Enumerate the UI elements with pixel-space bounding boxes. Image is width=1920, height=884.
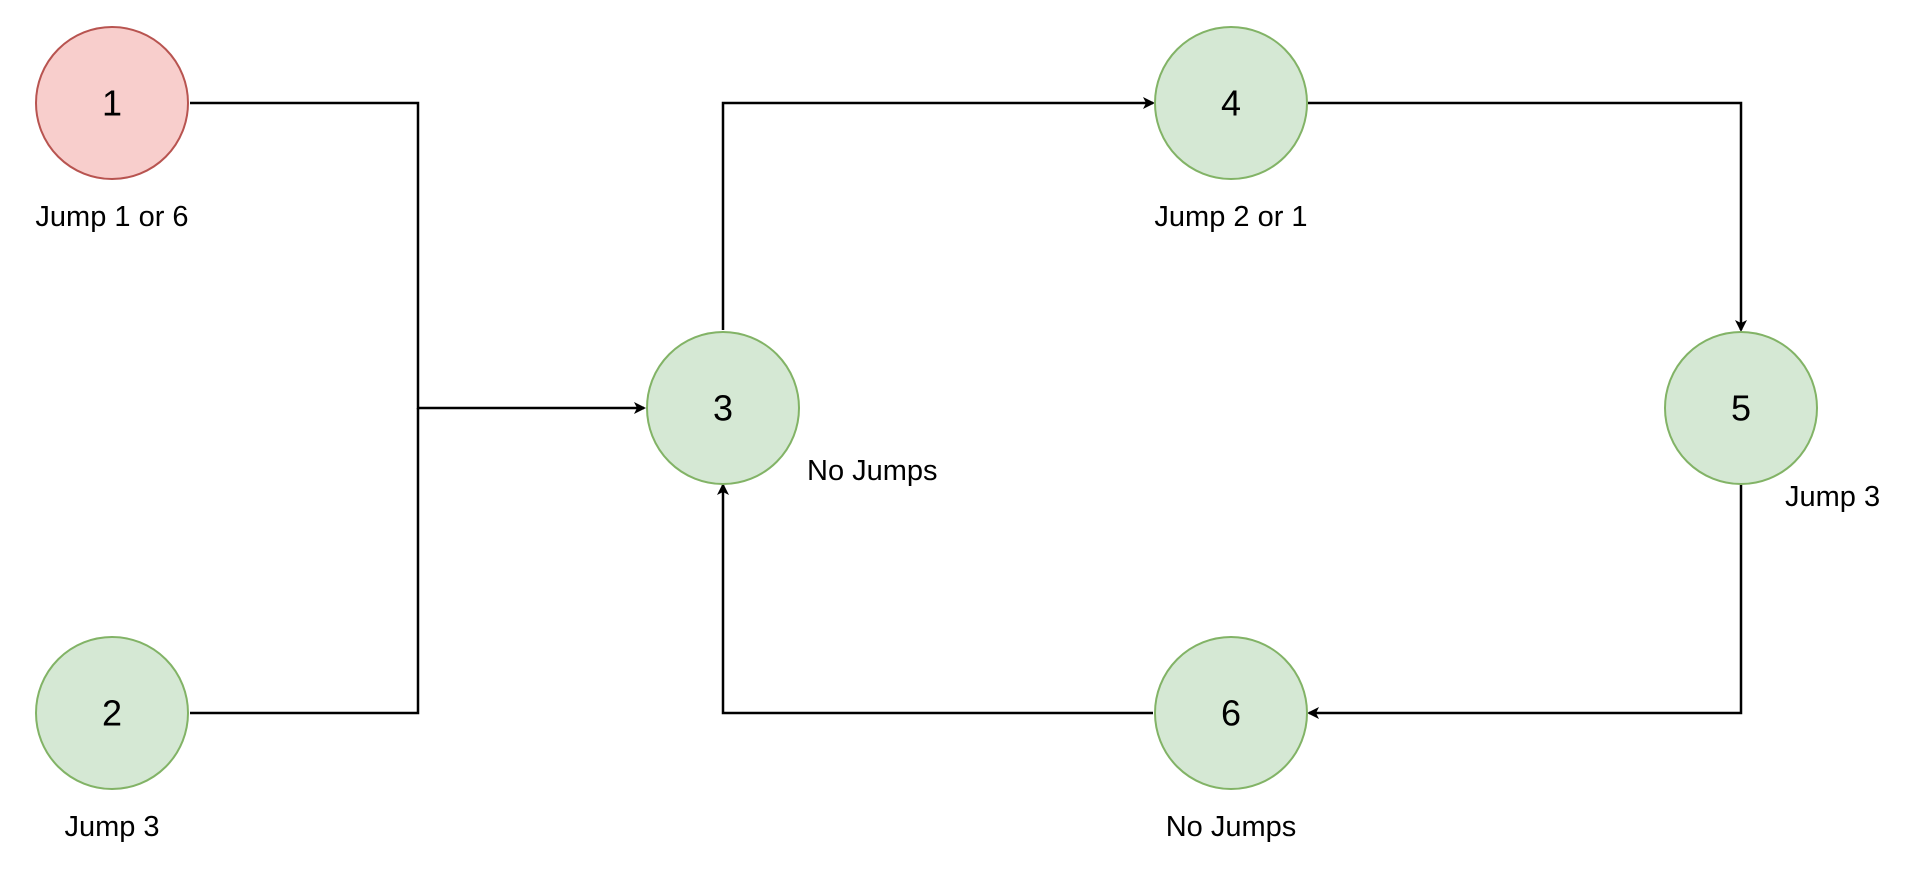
node-1-label: 1 [102, 83, 122, 124]
node-4-caption: Jump 2 or 1 [1154, 201, 1307, 233]
captions: Jump 1 or 6 Jump 3 No Jumps Jump 2 or 1 … [35, 201, 1880, 843]
edge-3-to-4 [721, 97, 1155, 330]
node-6-caption: No Jumps [1166, 811, 1297, 843]
node-1-circle [35, 26, 189, 180]
node-4-label: 4 [1221, 83, 1241, 124]
edge-6-to-3 [717, 483, 1153, 715]
node-2-label: 2 [102, 693, 122, 734]
node-4-circle [1154, 26, 1308, 180]
edges [190, 97, 1747, 719]
node-6-label: 6 [1221, 693, 1241, 734]
node-5-circle [1664, 331, 1818, 485]
node-4[interactable]: 4 [1154, 26, 1308, 180]
edge-2-to-3 [190, 408, 420, 715]
node-2-caption: Jump 3 [64, 811, 159, 843]
edge-1-to-3 [190, 101, 646, 414]
node-1-caption: Jump 1 or 6 [35, 201, 188, 233]
node-2[interactable]: 2 [35, 636, 189, 790]
node-5-label: 5 [1731, 388, 1751, 429]
node-6[interactable]: 6 [1154, 636, 1308, 790]
node-3-caption: No Jumps [807, 455, 938, 487]
node-3[interactable]: 3 [646, 331, 800, 485]
node-3-circle [646, 331, 800, 485]
edge-5-to-6 [1307, 485, 1743, 719]
node-5-caption: Jump 3 [1785, 481, 1880, 513]
node-6-circle [1154, 636, 1308, 790]
edge-4-to-5 [1308, 101, 1747, 332]
node-3-label: 3 [713, 388, 733, 429]
nodes: 1 2 3 4 5 6 [35, 26, 1818, 790]
node-1[interactable]: 1 [35, 26, 189, 180]
node-5[interactable]: 5 [1664, 331, 1818, 485]
node-2-circle [35, 636, 189, 790]
